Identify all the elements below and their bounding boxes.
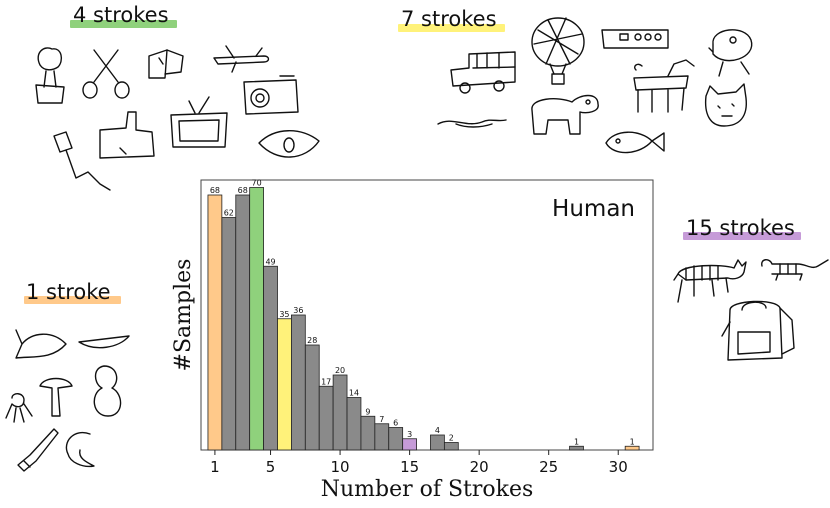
one-stroke-label: 1 stroke xyxy=(26,280,111,304)
sketch-train xyxy=(601,29,669,49)
sketch-tv xyxy=(170,96,228,148)
sketch-cat-striped xyxy=(673,259,747,303)
sketch-knife xyxy=(17,428,59,472)
sketch-chair-dog xyxy=(633,59,695,113)
sketch-robot-head xyxy=(708,29,753,77)
bar-17 xyxy=(430,434,445,451)
y-axis-label: #Samples xyxy=(171,259,196,372)
x-tick-label-30: 30 xyxy=(609,458,628,476)
sketch-pen xyxy=(437,119,507,128)
plot-frame xyxy=(200,179,654,451)
x-axis-label: Number of Strokes xyxy=(321,477,534,502)
sketch-scissors xyxy=(82,49,130,99)
x-tick-label-15: 15 xyxy=(400,458,419,476)
sketch-fish xyxy=(605,131,665,154)
seven-strokes-highlight xyxy=(398,24,505,32)
sketch-eye xyxy=(258,130,320,158)
bar-14 xyxy=(388,427,404,451)
sketch-mushroom xyxy=(39,377,73,417)
sketch-octopus xyxy=(5,393,33,423)
bar-10 xyxy=(332,374,348,451)
bar-value-label-15: 3 xyxy=(407,430,412,439)
one-stroke-highlight xyxy=(24,296,121,304)
bar-12 xyxy=(360,415,376,451)
fifteen-strokes-highlight xyxy=(683,232,801,240)
bar-value-label-17: 4 xyxy=(435,426,440,435)
bar-13 xyxy=(374,423,390,451)
bar-6 xyxy=(277,318,292,451)
bar-value-label-8: 28 xyxy=(307,336,317,345)
bar-value-label-6: 35 xyxy=(279,310,289,319)
sketch-fish-1 xyxy=(15,329,67,359)
sketch-balloon xyxy=(531,17,585,85)
sketch-dog xyxy=(531,94,599,135)
sketch-lollipop xyxy=(53,131,111,191)
chart-title: Human xyxy=(552,196,635,222)
sketch-bus xyxy=(450,51,516,94)
bar-15 xyxy=(402,438,417,451)
bar-value-label-12: 9 xyxy=(365,407,370,416)
x-tick-label-5: 5 xyxy=(266,458,276,476)
bar-1 xyxy=(207,194,223,451)
bar-value-label-4: 70 xyxy=(252,179,262,188)
sketch-airplane xyxy=(213,45,270,73)
bar-value-label-27: 1 xyxy=(574,437,579,446)
bar-5 xyxy=(263,265,278,451)
four-strokes-label: 4 strokes xyxy=(73,3,169,27)
sketch-hand xyxy=(99,111,155,159)
bar-value-label-10: 20 xyxy=(335,366,345,375)
bar-4 xyxy=(249,187,264,451)
bar-value-label-14: 6 xyxy=(393,419,398,428)
x-tick-label-25: 25 xyxy=(539,458,558,476)
x-tick-label-1: 1 xyxy=(210,458,220,476)
bar-9 xyxy=(318,385,334,451)
bar-value-label-9: 17 xyxy=(321,377,331,386)
bar-3 xyxy=(235,194,251,451)
bar-value-label-1: 68 xyxy=(210,186,220,195)
bar-31 xyxy=(624,445,640,451)
sketch-tree xyxy=(35,47,65,104)
bar-value-label-5: 49 xyxy=(265,257,275,266)
bar-value-label-2: 62 xyxy=(224,209,234,218)
sketch-tiger xyxy=(761,259,829,281)
sketch-box-flag xyxy=(148,49,184,79)
bar-8 xyxy=(304,344,320,451)
bar-value-label-18: 2 xyxy=(449,434,454,443)
x-tick-label-10: 10 xyxy=(331,458,350,476)
x-tick-label-20: 20 xyxy=(470,458,489,476)
bar-value-label-3: 68 xyxy=(238,186,248,195)
bar-value-label-11: 14 xyxy=(349,389,359,398)
sketch-camera xyxy=(243,75,299,115)
sketch-peanut xyxy=(93,365,122,417)
sketch-cat-face xyxy=(704,83,747,127)
bar-27 xyxy=(569,445,584,451)
bar-11 xyxy=(346,397,362,451)
four-strokes-highlight xyxy=(70,20,177,28)
bar-value-label-13: 7 xyxy=(379,415,384,424)
bar-2 xyxy=(221,217,237,451)
sketch-leaf xyxy=(78,335,130,349)
bar-7 xyxy=(290,314,306,451)
sketch-curl xyxy=(65,431,95,468)
seven-strokes-label: 7 strokes xyxy=(401,7,497,31)
bar-value-label-31: 1 xyxy=(630,437,635,446)
sketch-backpack xyxy=(721,300,795,361)
bar-18 xyxy=(443,442,459,451)
fifteen-strokes-label: 15 strokes xyxy=(686,216,795,240)
bar-value-label-7: 36 xyxy=(293,306,303,315)
